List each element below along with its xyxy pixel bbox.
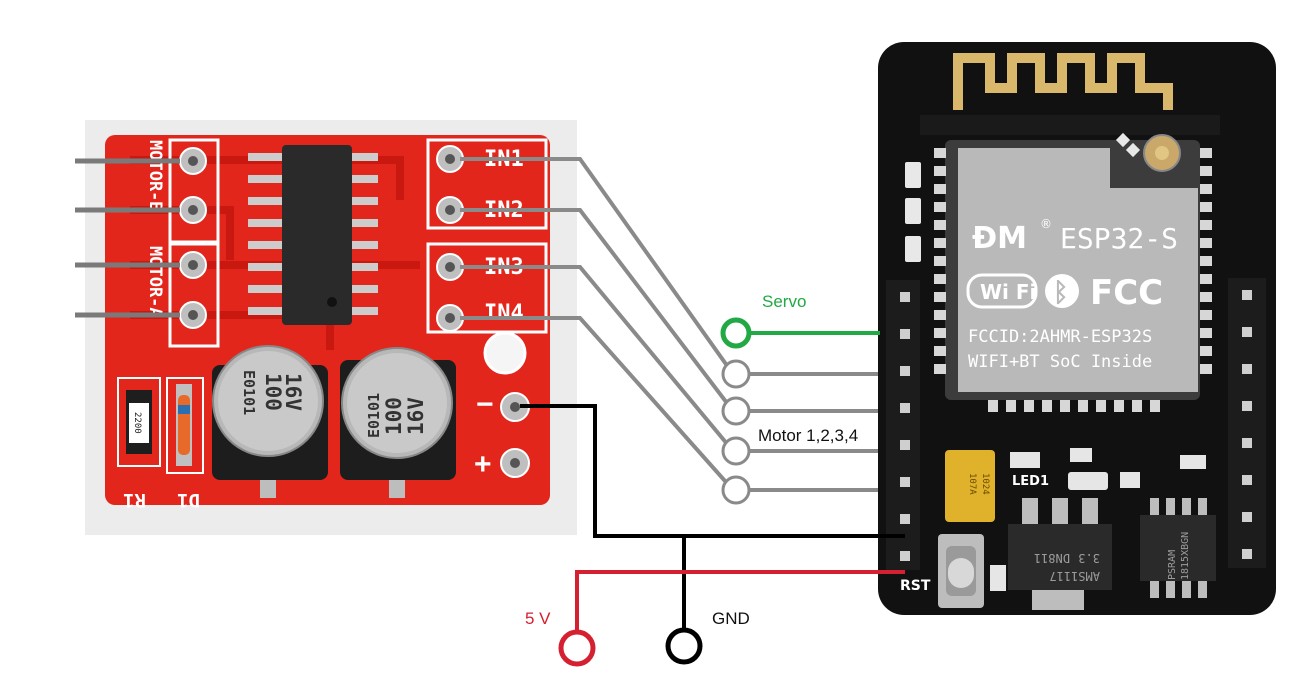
esp-brand-mark: ÐM [972, 221, 1027, 256]
cap1-code: E0101 [240, 370, 258, 415]
esp32-cam-board: ÐM ® ESP32-S Wi Fi ᛒ FCC FCCID:2AHMR-ESP… [878, 42, 1276, 615]
motor-junctions [721, 359, 751, 505]
gnd-terminal [665, 627, 703, 665]
power-wire [575, 570, 905, 634]
led-label: LED1 [1012, 474, 1049, 489]
ground-label: GND [712, 609, 750, 628]
motor-driver-board: MOTOR-B MOTOR-A IN1 IN2 IN3 IN4 − + [85, 120, 577, 535]
servo-terminal [720, 317, 752, 349]
resistor-r1 [117, 377, 161, 467]
psram-chip [1140, 498, 1216, 598]
esp32-module-shield [958, 148, 1198, 392]
r1-label: R1 [123, 489, 146, 511]
motor-label: Motor 1,2,3,4 [758, 426, 858, 445]
d1-label: D1 [177, 489, 200, 511]
wifi-logo [966, 273, 1038, 309]
cap2-value: 100 [382, 397, 406, 435]
right-header-pins [1228, 278, 1266, 568]
fcc-mark: FCC [1090, 273, 1163, 313]
regulator-text-2: 3.3 [1078, 551, 1100, 565]
minus-label: − [476, 388, 494, 421]
registered-mark: ® [1040, 217, 1052, 231]
motor-a-label: MOTOR-A [145, 246, 165, 318]
mounting-hole [483, 331, 527, 375]
motor-output-wires [75, 158, 180, 318]
psram-text-1: PSRAM [1167, 550, 1178, 580]
diode-d1 [166, 377, 204, 474]
fcc-id: FCCID:2AHMR-ESP32S [968, 327, 1152, 347]
esp-brand: ESP32-S [1060, 222, 1178, 255]
servo-label: Servo [762, 292, 806, 311]
cap1-value: 100 [261, 373, 285, 411]
led [1010, 452, 1040, 468]
motor-b-label: MOTOR-B [145, 140, 165, 212]
tant-code-1: 107A [967, 473, 977, 495]
capacitor-1 [212, 345, 328, 498]
regulator-text-1: AMS1117 [1049, 569, 1100, 583]
driver-ic [248, 145, 378, 325]
power-terminal [558, 629, 596, 667]
bluetooth-symbol: ᛒ [1053, 278, 1069, 308]
capacitor-2 [340, 347, 456, 498]
gnd-wire [520, 404, 905, 538]
resistor-value: 2200 [132, 412, 142, 434]
rst-label: RST [900, 578, 931, 594]
motor-signal-wires [460, 157, 878, 492]
wifi-logo-text: Wi Fi [980, 280, 1036, 304]
regulator-text-3: DN811 [1034, 551, 1070, 565]
left-header-pins [886, 280, 920, 570]
tant-code-2: 1024 [980, 473, 990, 495]
cap2-code: E0101 [365, 393, 383, 438]
pcb-antenna [953, 53, 1173, 110]
plus-label: + [474, 448, 492, 481]
psram-text-2: 1815XBGN [1180, 532, 1191, 580]
cap1-voltage: 16V [281, 373, 305, 411]
driver-left-pins [168, 138, 220, 348]
bluetooth-logo [1045, 274, 1079, 308]
in4-pin-label: IN4 [484, 301, 524, 326]
cap2-voltage: 16V [404, 397, 428, 435]
voltage-regulator [1008, 524, 1112, 590]
module-pads [934, 148, 1212, 412]
tantalum-capacitor [945, 450, 995, 522]
power-label: 5 V [525, 609, 551, 628]
smd-components [905, 132, 1141, 262]
wifi-bt-text: WIFI+BT SoC Inside [968, 352, 1152, 372]
